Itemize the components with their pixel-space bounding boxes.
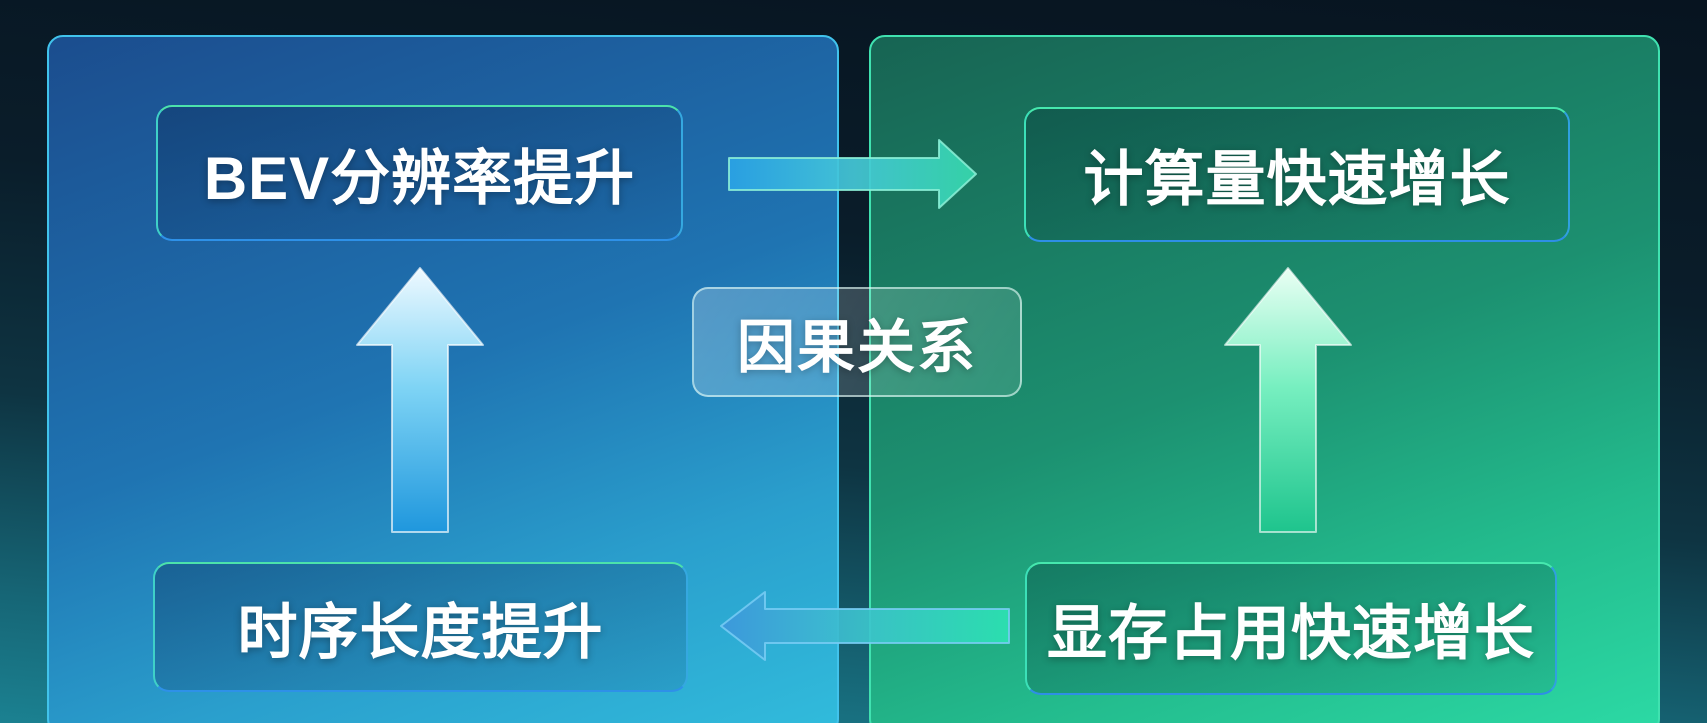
node-temporal-length: 时序长度提升 [153, 562, 688, 692]
right-arrow-icon [728, 139, 977, 209]
left-arrow-icon [720, 591, 1010, 661]
causal-relation-badge: 因果关系 [692, 287, 1022, 397]
node-compute-growth-label: 计算量快速增长 [1083, 146, 1511, 213]
up-arrow-icon [1224, 267, 1352, 533]
up-arrow-icon [356, 267, 484, 533]
node-bev-resolution-label: BEV分辨率提升 [203, 144, 636, 212]
node-memory-growth-label: 显存占用快速增长 [1047, 600, 1535, 667]
causal-relation-badge-label: 因果关系 [736, 315, 977, 380]
node-temporal-length-label: 时序长度提升 [237, 598, 604, 666]
node-memory-growth: 显存占用快速增长 [1025, 562, 1557, 695]
node-bev-resolution: BEV分辨率提升 [156, 105, 683, 241]
node-compute-growth: 计算量快速增长 [1024, 107, 1570, 242]
